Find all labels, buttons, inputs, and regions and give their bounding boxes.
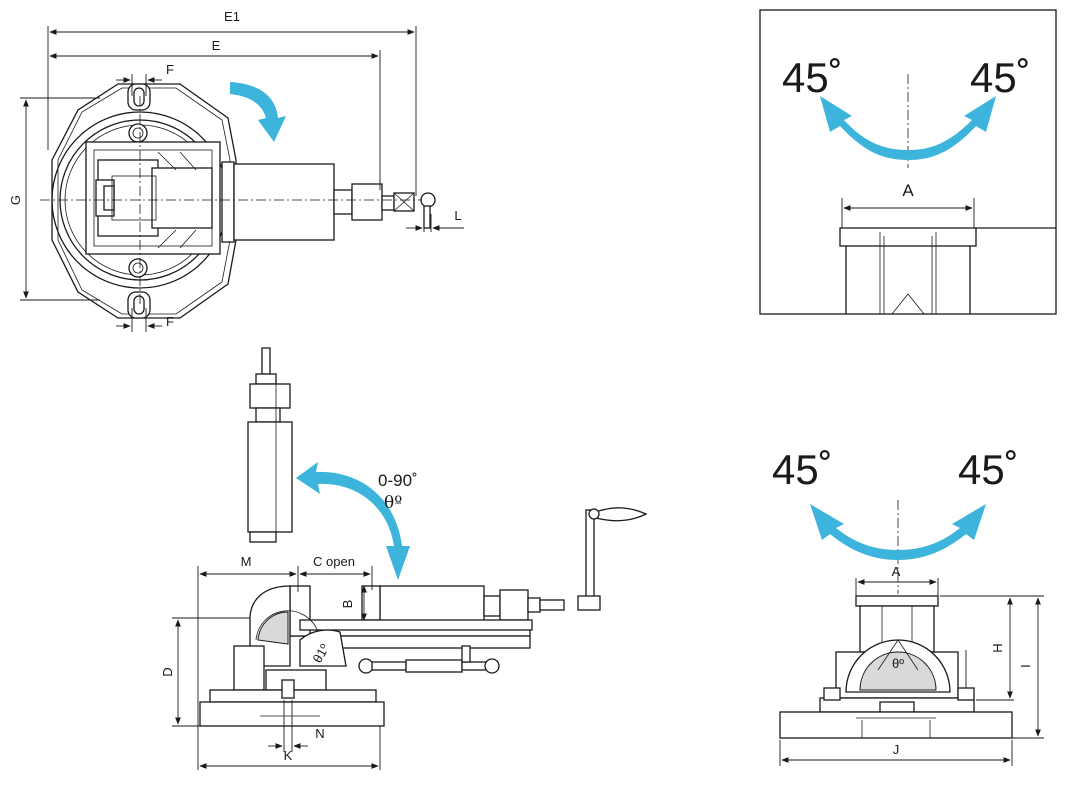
moving-jaw xyxy=(361,585,381,621)
crank-knob xyxy=(420,192,436,208)
bolt-upper xyxy=(128,123,148,143)
dim-F-bottom-label: F xyxy=(166,314,174,329)
screw-housing xyxy=(233,163,335,241)
swivel-arrow-icon xyxy=(820,96,996,160)
side-screw-housing xyxy=(379,585,485,627)
inset-frame xyxy=(759,9,1057,315)
dim-F-top-label: F xyxy=(166,62,174,77)
front-swivel-arrow-icon xyxy=(810,504,986,560)
dim-J-label: J xyxy=(893,742,900,757)
front-base xyxy=(779,711,1013,739)
dim-H-label: H xyxy=(990,643,1005,652)
side-housing-vertical xyxy=(247,421,293,533)
angle-inset: 45˚ 45˚ A xyxy=(759,9,1057,315)
inset-angle-right: 45˚ xyxy=(970,54,1031,101)
front-theta-label: θº xyxy=(892,656,904,671)
front-dim-A-label: A xyxy=(892,564,901,579)
screw-flange xyxy=(221,161,235,243)
front-angle-left: 45˚ xyxy=(772,446,833,493)
rotation-arrow-icon xyxy=(230,82,286,142)
inset-dim-A-label: A xyxy=(902,181,914,200)
dim-B-label: B xyxy=(340,600,355,609)
crank-handle-grip xyxy=(595,507,648,522)
dim-G-label: G xyxy=(8,195,23,205)
front-angle-right: 45˚ xyxy=(958,446,1019,493)
side-nut xyxy=(249,383,291,409)
dim-K-label: K xyxy=(284,748,293,763)
tilt-theta-label: θº xyxy=(384,493,402,513)
dim-I-label: I xyxy=(1018,664,1033,668)
tilt-range-label: 0-90˚ xyxy=(378,471,418,490)
top-view: E1 E F F G L xyxy=(8,9,464,332)
dim-E-label: E xyxy=(212,38,221,53)
dim-L-label: L xyxy=(454,208,461,223)
crank-arm xyxy=(585,509,595,605)
bolt-lower xyxy=(128,258,148,278)
front-view: 45˚ 45˚ A θº H I xyxy=(772,446,1044,766)
dim-N-label: N xyxy=(315,726,324,741)
side-view: 0-90˚ θº θ1º xyxy=(160,347,648,770)
dim-E1-label: E1 xyxy=(224,9,240,24)
dim-D-label: D xyxy=(160,667,175,676)
dim-C-open-label: C open xyxy=(313,554,355,569)
inset-angle-left: 45˚ xyxy=(782,54,843,101)
dim-M-label: M xyxy=(241,554,252,569)
tilt-arrow-icon xyxy=(296,462,410,580)
